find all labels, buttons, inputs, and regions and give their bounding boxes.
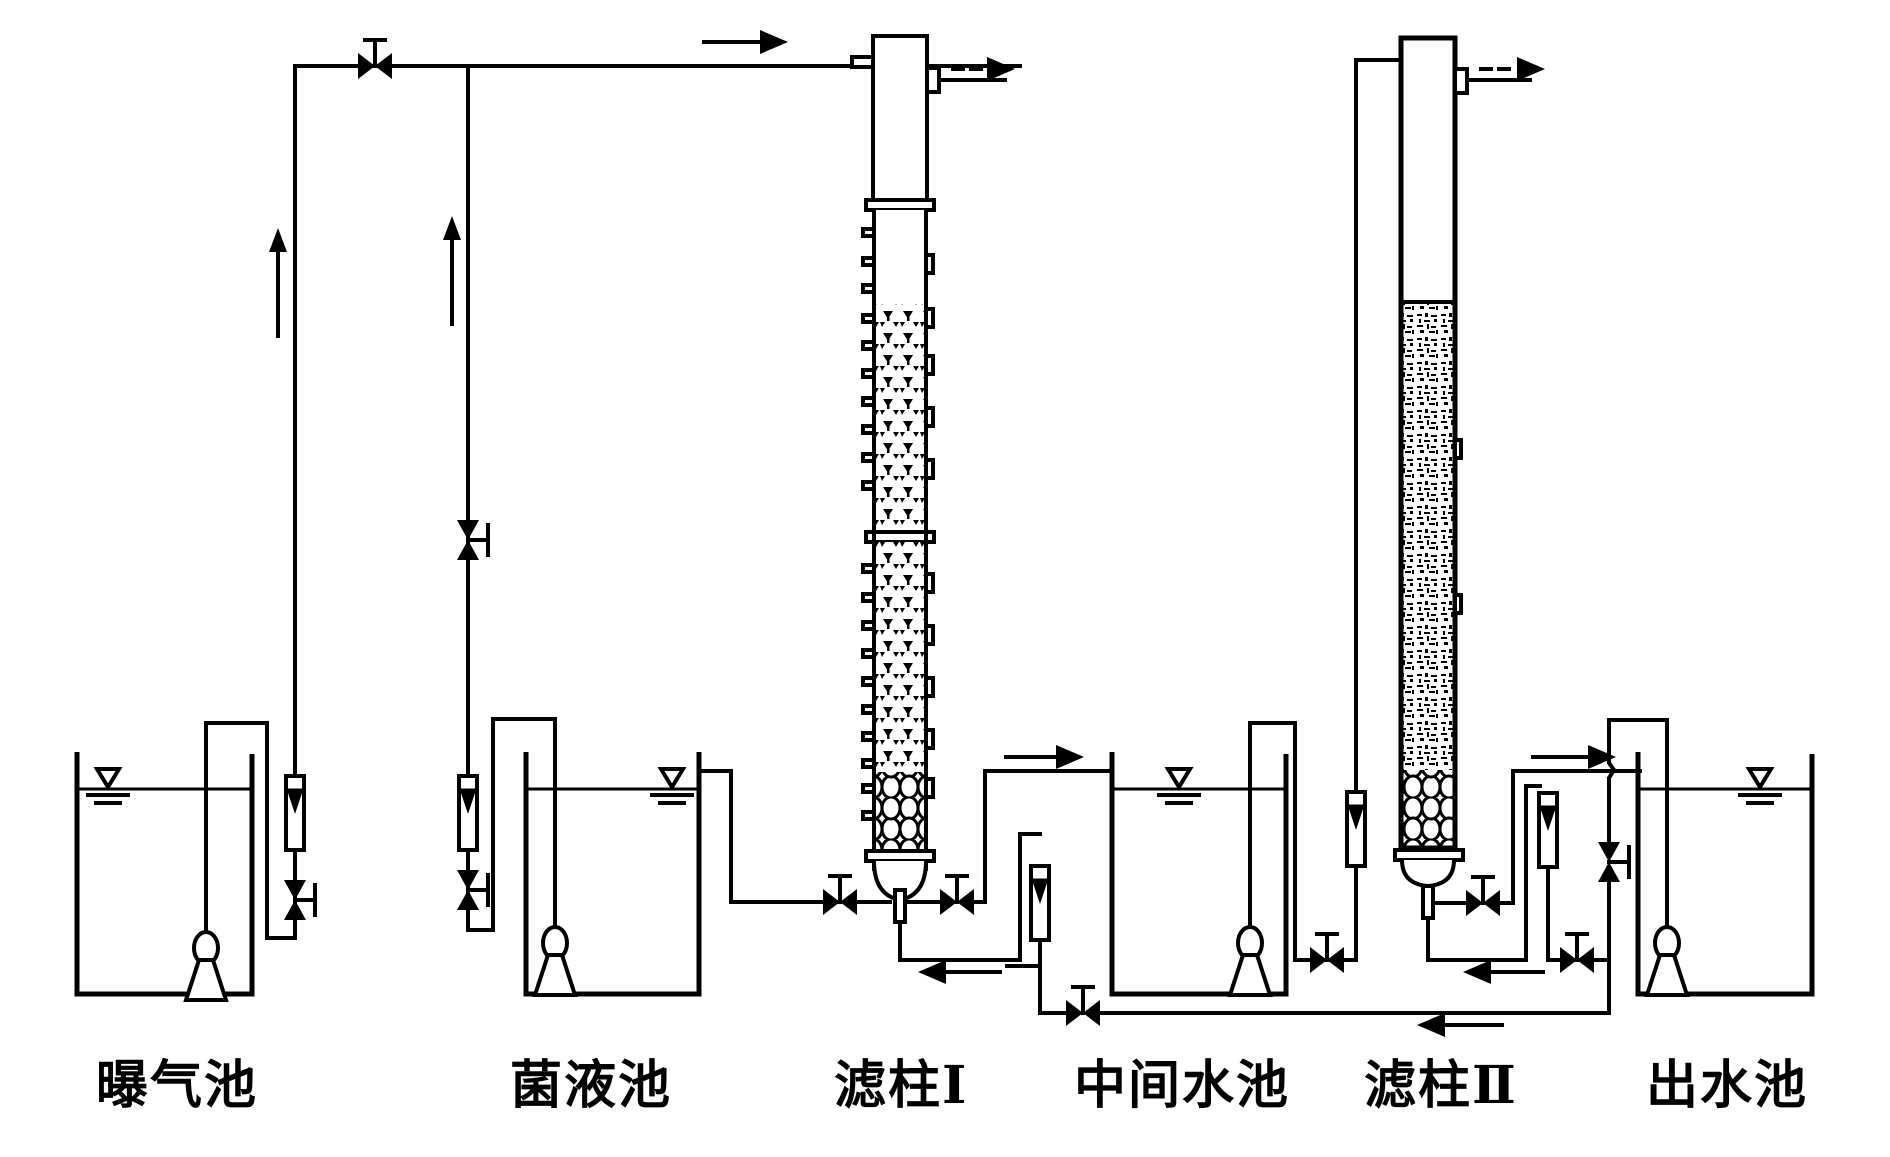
flowmeter-icon bbox=[1029, 864, 1051, 942]
water-level-icon bbox=[650, 767, 694, 805]
valve-icon[interactable] bbox=[356, 38, 394, 81]
filter-column-1 bbox=[850, 34, 1015, 924]
aeration-tank bbox=[74, 721, 297, 1002]
pump-icon bbox=[184, 930, 228, 1002]
flow-arrow-icon bbox=[1056, 745, 1084, 769]
pump-icon bbox=[1228, 925, 1272, 997]
valve-icon[interactable] bbox=[1596, 840, 1631, 884]
valve-icon[interactable] bbox=[455, 518, 490, 562]
valve-icon[interactable] bbox=[821, 874, 859, 917]
effluent-tank bbox=[1635, 752, 1815, 997]
valve-icon[interactable] bbox=[1558, 932, 1596, 975]
flow-arrow-icon bbox=[1463, 960, 1491, 984]
flow-arrow-icon bbox=[760, 30, 788, 54]
flow-arrow-icon bbox=[918, 960, 946, 984]
water-level-icon bbox=[1157, 767, 1201, 805]
flow-arrow-icon bbox=[987, 57, 1015, 81]
pump-icon bbox=[533, 925, 577, 997]
label-filter-column-2: 滤柱Ⅱ bbox=[1364, 1055, 1518, 1116]
valve-icon[interactable] bbox=[1064, 985, 1102, 1028]
flowmeter-icon bbox=[457, 774, 479, 852]
flowmeter-icon bbox=[1345, 790, 1367, 868]
water-level-icon bbox=[1738, 767, 1782, 805]
valve-icon[interactable] bbox=[1464, 875, 1502, 918]
valve-icon[interactable] bbox=[938, 874, 976, 917]
flowmeter-icon bbox=[284, 774, 306, 852]
filter-column-2 bbox=[1393, 35, 1545, 920]
flow-arrow-icon bbox=[443, 216, 461, 240]
valve-icon[interactable] bbox=[1308, 932, 1346, 975]
valve-icon[interactable] bbox=[455, 868, 490, 912]
valve-icon[interactable] bbox=[282, 878, 317, 922]
flow-arrow-icon bbox=[269, 228, 287, 252]
label-intermediate-tank: 中间水池 bbox=[1074, 1055, 1291, 1116]
label-aeration-tank: 曝气池 bbox=[96, 1055, 259, 1116]
label-filter-column-1: 滤柱Ⅰ bbox=[834, 1055, 969, 1116]
label-bacteria-tank: 菌液池 bbox=[510, 1055, 673, 1116]
bacteria-tank bbox=[466, 717, 840, 997]
intermediate-tank bbox=[1109, 721, 1312, 997]
pump-icon bbox=[1645, 925, 1689, 997]
label-effluent-tank: 出水池 bbox=[1646, 1055, 1809, 1116]
flowmeter-icon bbox=[1537, 791, 1559, 869]
flow-arrow-icon bbox=[1517, 57, 1545, 81]
water-level-icon bbox=[86, 767, 130, 805]
flow-arrow-icon bbox=[1417, 1013, 1445, 1037]
